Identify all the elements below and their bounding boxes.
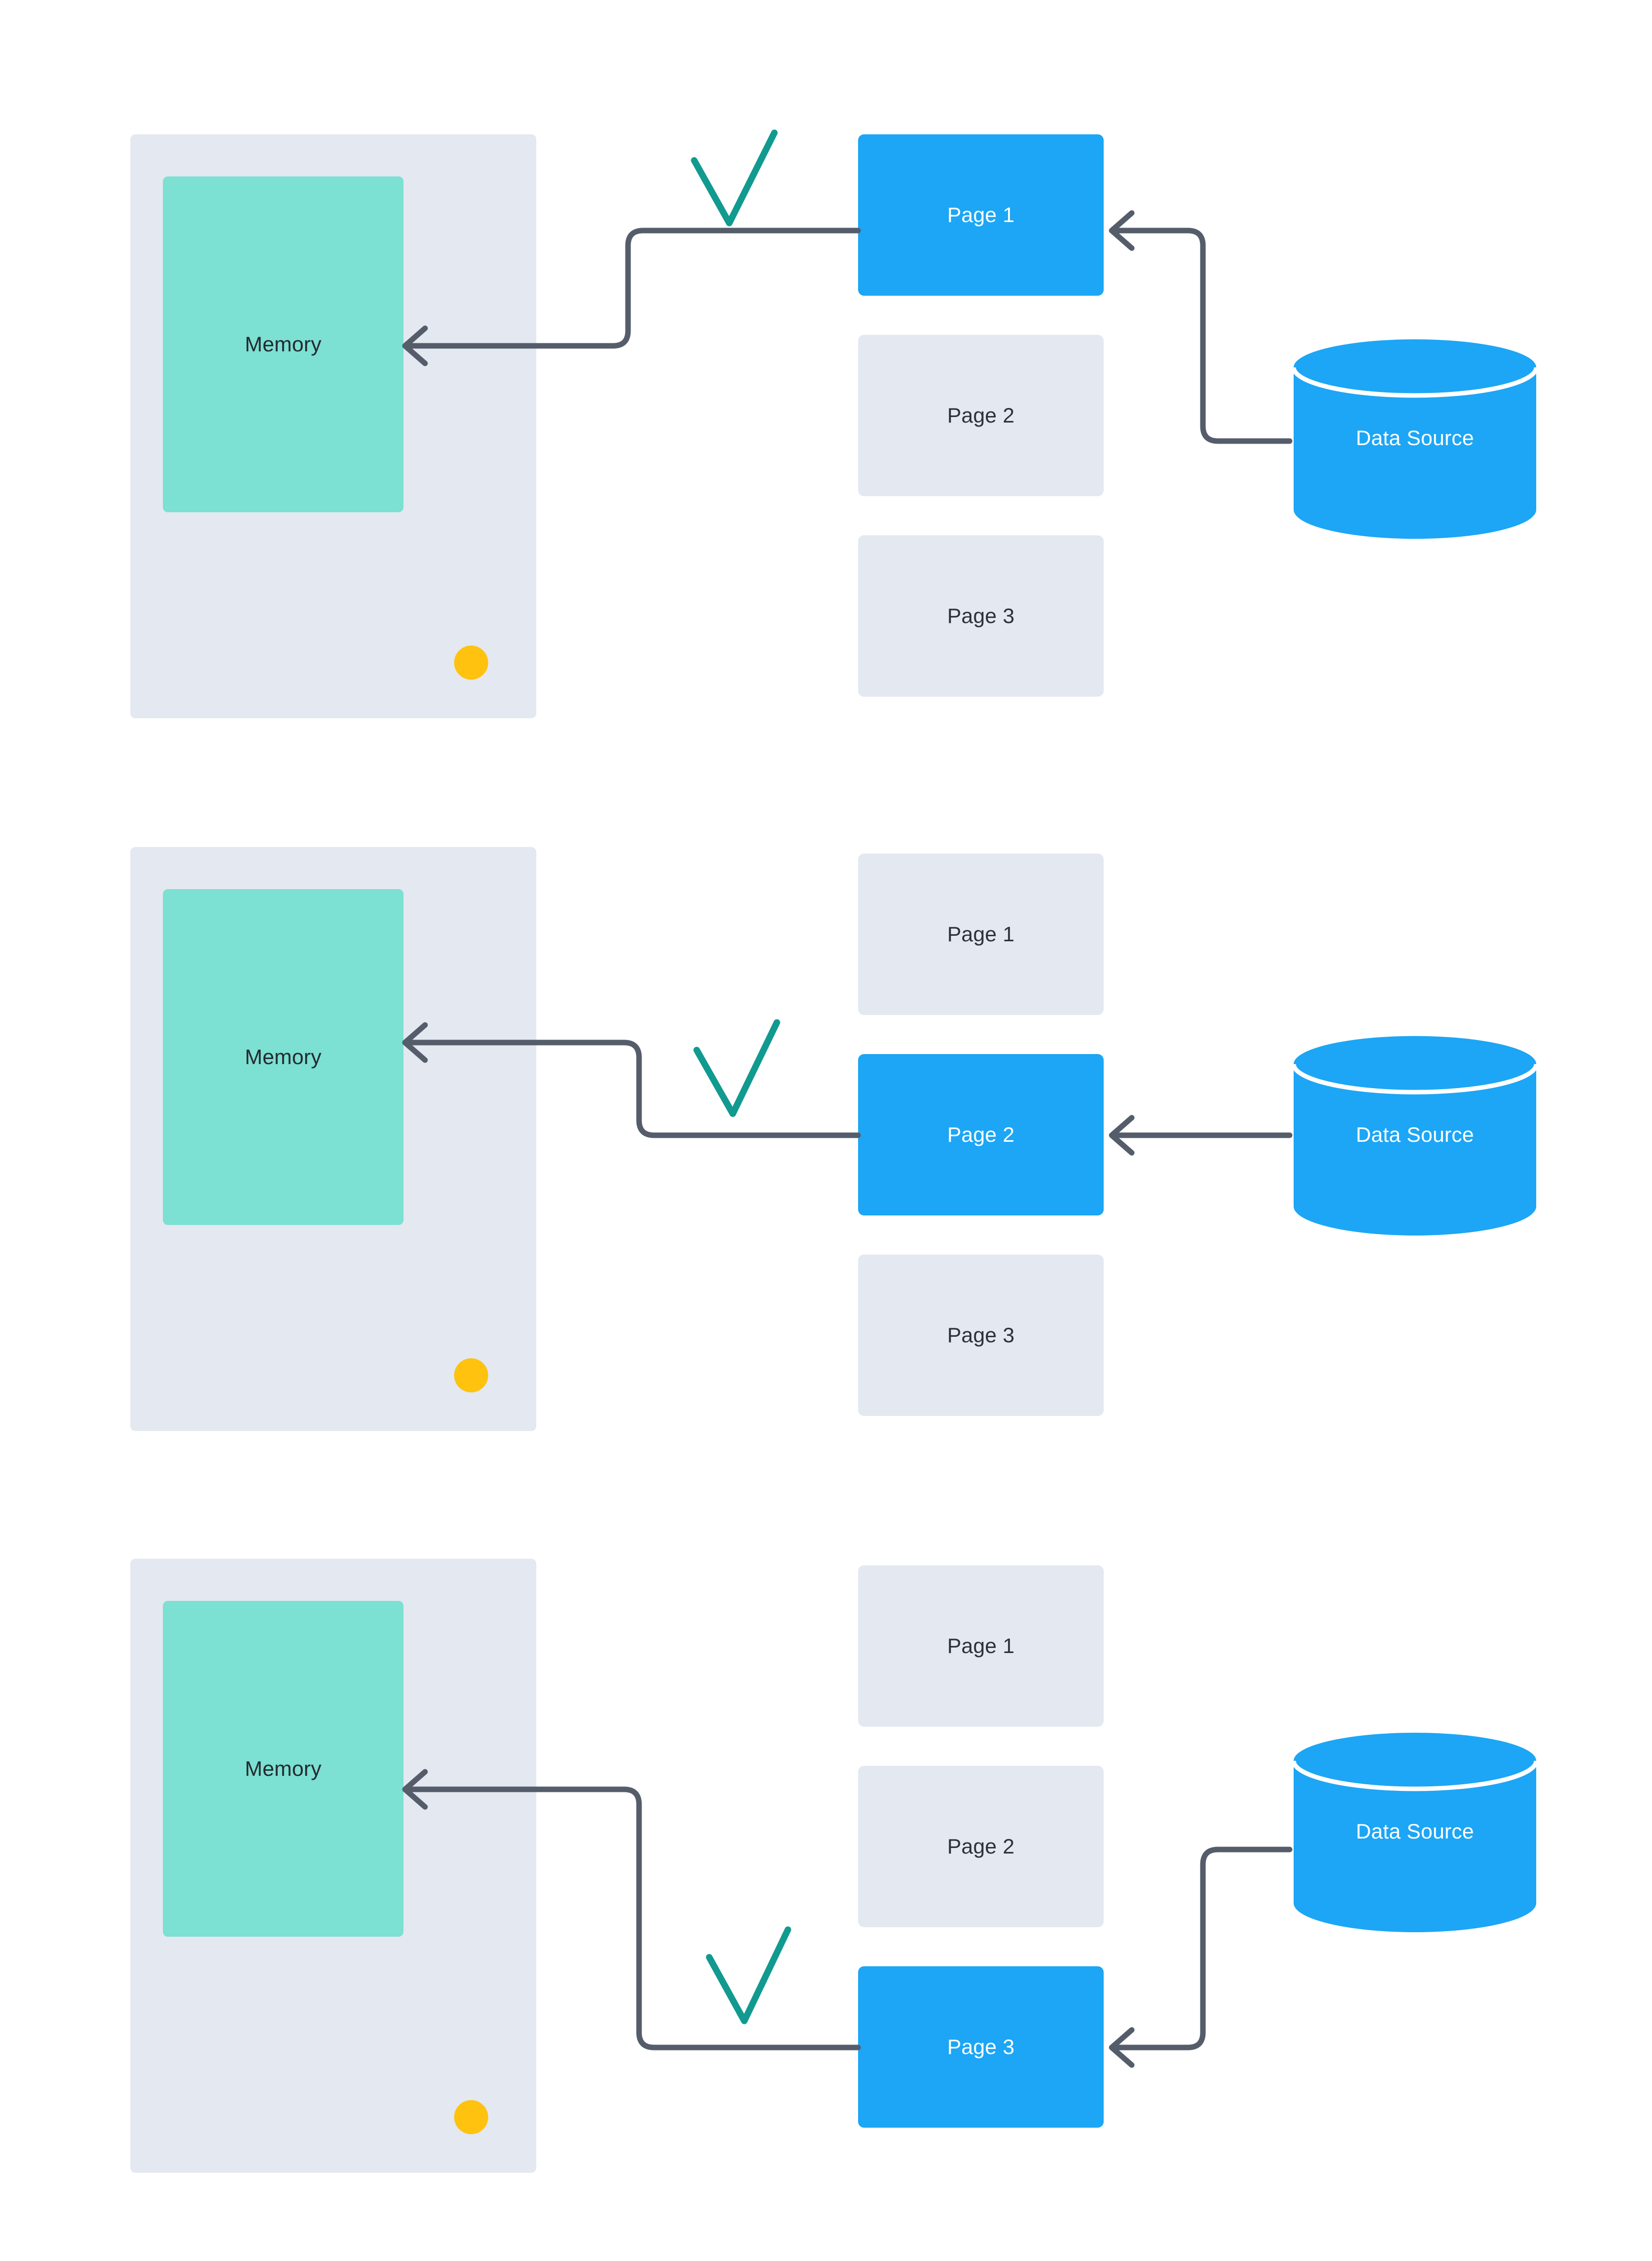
data-source-2[interactable]: Data Source: [1290, 1035, 1540, 1236]
page-label: Page 3: [947, 1323, 1015, 1347]
data-source-3[interactable]: Data Source: [1290, 1732, 1540, 1932]
arrow-head-left-icon: [1109, 1115, 1135, 1156]
memory-box-3[interactable]: Memory: [163, 1601, 403, 1937]
check-mark-icon: [691, 129, 778, 227]
page-label: Page 1: [947, 1634, 1015, 1658]
page-label: Page 1: [947, 203, 1015, 227]
page-label: Page 3: [947, 2035, 1015, 2059]
memory-box-2[interactable]: Memory: [163, 889, 403, 1225]
page-label: Page 1: [947, 922, 1015, 946]
memory-label: Memory: [245, 1045, 322, 1069]
database-cylinder-icon: [1291, 1036, 1539, 1236]
page-box-2-1[interactable]: Page 1: [858, 854, 1104, 1015]
arrow-head-left-icon: [1109, 2027, 1135, 2068]
paging-library-logo-icon: [447, 1343, 522, 1407]
page-label: Page 2: [947, 1834, 1015, 1858]
check-mark-icon: [693, 1019, 780, 1117]
page-label: Page 3: [947, 604, 1015, 628]
memory-card-2: Memory: [130, 847, 536, 1431]
paging-library-logo-icon: [447, 2085, 522, 2149]
paging-library-logo-icon: [447, 631, 522, 695]
page-box-1-2[interactable]: Page 2: [858, 335, 1104, 496]
page-box-2-3[interactable]: Page 3: [858, 1255, 1104, 1416]
memory-box-1[interactable]: Memory: [163, 176, 403, 512]
page-box-1-3[interactable]: Page 3: [858, 535, 1104, 697]
memory-card-3: Memory: [130, 1559, 536, 2173]
page-box-3-1[interactable]: Page 1: [858, 1565, 1104, 1727]
arrow-head-left-icon: [1109, 210, 1135, 251]
database-cylinder-icon: [1291, 1733, 1539, 1932]
memory-card-1: Memory: [130, 134, 536, 718]
page-box-2-2[interactable]: Page 2: [858, 1054, 1104, 1215]
page-box-3-2[interactable]: Page 2: [858, 1766, 1104, 1927]
page-box-3-3[interactable]: Page 3: [858, 1966, 1104, 2128]
wire-datasource-to-page-1: [1115, 228, 1293, 444]
wire-datasource-to-page-3: [1115, 1846, 1293, 2050]
database-cylinder-icon: [1291, 339, 1539, 539]
memory-label: Memory: [245, 332, 322, 356]
check-mark-icon: [706, 1926, 791, 2024]
page-label: Page 2: [947, 403, 1015, 427]
page-label: Page 2: [947, 1123, 1015, 1146]
memory-label: Memory: [245, 1757, 322, 1780]
page-box-1-1[interactable]: Page 1: [858, 134, 1104, 296]
data-source-1[interactable]: Data Source: [1290, 338, 1540, 539]
